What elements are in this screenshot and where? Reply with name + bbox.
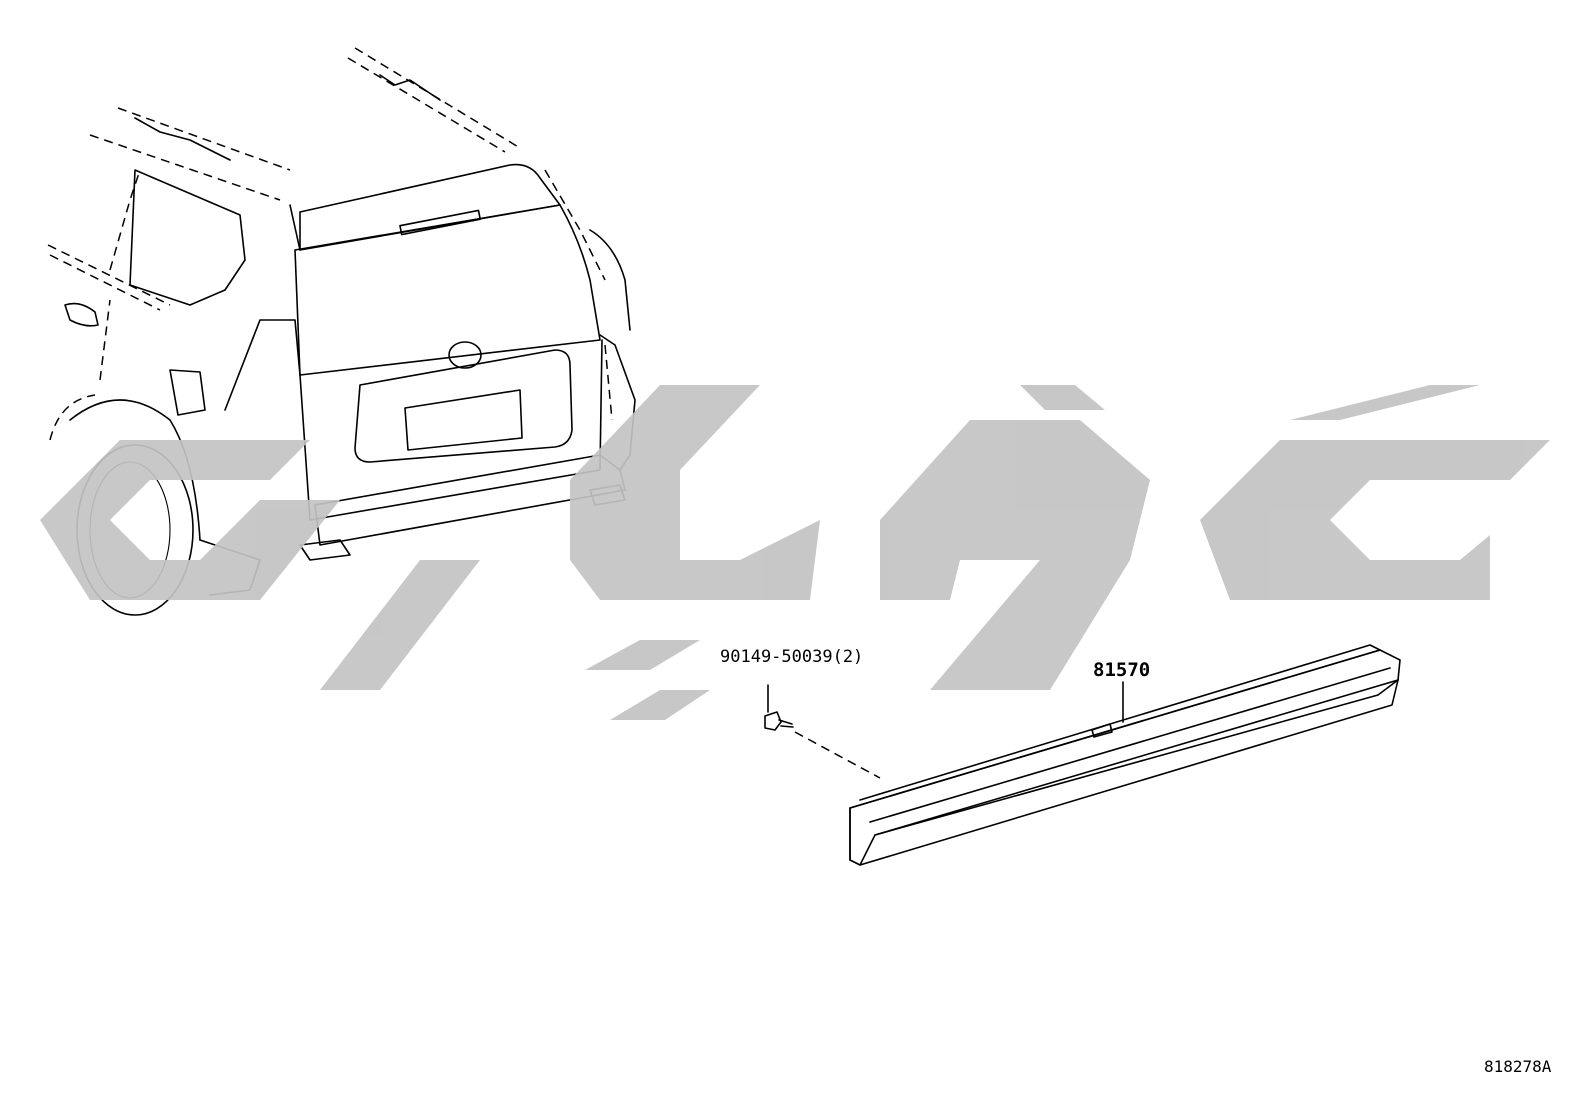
- part-label-screw: 90149-50039(2): [720, 647, 863, 667]
- watermark-logo: [40, 385, 1550, 720]
- drawing-number: 818278A: [1484, 1057, 1552, 1076]
- high-mount-stop-lamp-part: [849, 644, 1401, 866]
- part-label-stop-lamp: 81570: [1093, 659, 1150, 681]
- rear-emblem: [448, 341, 482, 369]
- screw-part: [764, 684, 881, 779]
- vehicle-rear-illustration: [47, 47, 636, 616]
- high-mount-stop-lamp-on-vehicle: [399, 209, 482, 236]
